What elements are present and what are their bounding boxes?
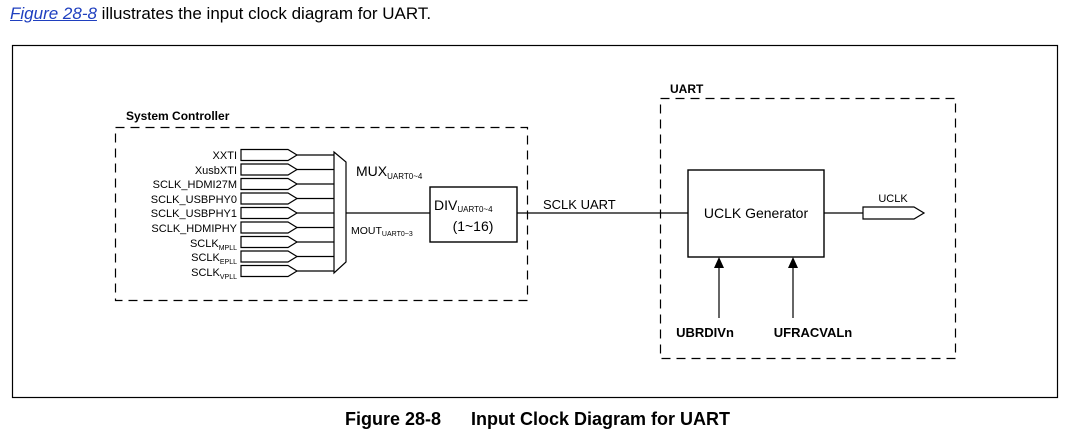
div-label: DIVUART0~4: [434, 197, 493, 214]
intro-sentence: illustrates the input clock diagram for …: [96, 4, 432, 23]
figure-caption: Figure 28-8 Input Clock Diagram for UART: [0, 409, 1075, 430]
input-label-vpll: SCLKVPLL: [191, 267, 237, 281]
ubrdiv-label: UBRDIVn: [676, 325, 734, 340]
input-label-hdmi27m: SCLK_HDMI27M: [153, 179, 237, 191]
diagram-frame: [11, 44, 1059, 399]
uclk-generator-label: UCLK Generator: [704, 205, 809, 221]
input-label-xusbxti: XusbXTI: [195, 165, 237, 177]
system-controller-region: [114, 126, 529, 302]
uart-label: UART: [670, 82, 704, 96]
input-label-usbphy0: SCLK_USBPHY0: [151, 194, 237, 206]
input-arrow: [240, 206, 299, 220]
input-arrow: [240, 192, 299, 205]
input-arrow: [240, 264, 299, 278]
system-controller-label: System Controller: [126, 109, 230, 123]
ufracval-label: UFRACVALn: [774, 325, 853, 340]
div-range: (1~16): [453, 218, 494, 234]
mux-input-lines: [297, 154, 334, 272]
input-arrow: [240, 177, 299, 191]
input-arrow: [240, 235, 299, 249]
ufracval-arrowhead: [788, 257, 798, 268]
uart-region: [659, 97, 957, 360]
mux-block: [333, 150, 347, 275]
uclk-label: UCLK: [878, 193, 908, 205]
input-arrow: [240, 148, 299, 162]
ubrdiv-arrowhead: [714, 257, 724, 268]
sclk-uart-label: SCLK UART: [543, 197, 616, 212]
uclk-output-arrow: [862, 206, 926, 220]
mux-label: MUXUART0~4: [356, 163, 423, 181]
input-label-usbphy1: SCLK_USBPHY1: [151, 208, 237, 220]
caption-title: Input Clock Diagram for UART: [471, 409, 731, 429]
input-label-hdmiphy: SCLK_HDMIPHY: [151, 223, 237, 235]
intro-text: Figure 28-8 illustrates the input clock …: [10, 4, 431, 24]
input-arrow: [240, 250, 299, 263]
caption-number: Figure 28-8: [344, 409, 441, 429]
figure-link[interactable]: Figure 28-8: [10, 4, 97, 23]
input-arrow: [240, 163, 299, 176]
input-label-epll: SCLKEPLL: [191, 252, 237, 266]
mout-label: MOUTUART0~3: [351, 225, 413, 238]
div-block: [429, 186, 518, 243]
input-arrows: [240, 148, 299, 278]
input-arrow: [240, 221, 299, 234]
input-label-xxti: XXTI: [213, 150, 237, 162]
input-label-mpll: SCLKMPLL: [190, 238, 237, 252]
